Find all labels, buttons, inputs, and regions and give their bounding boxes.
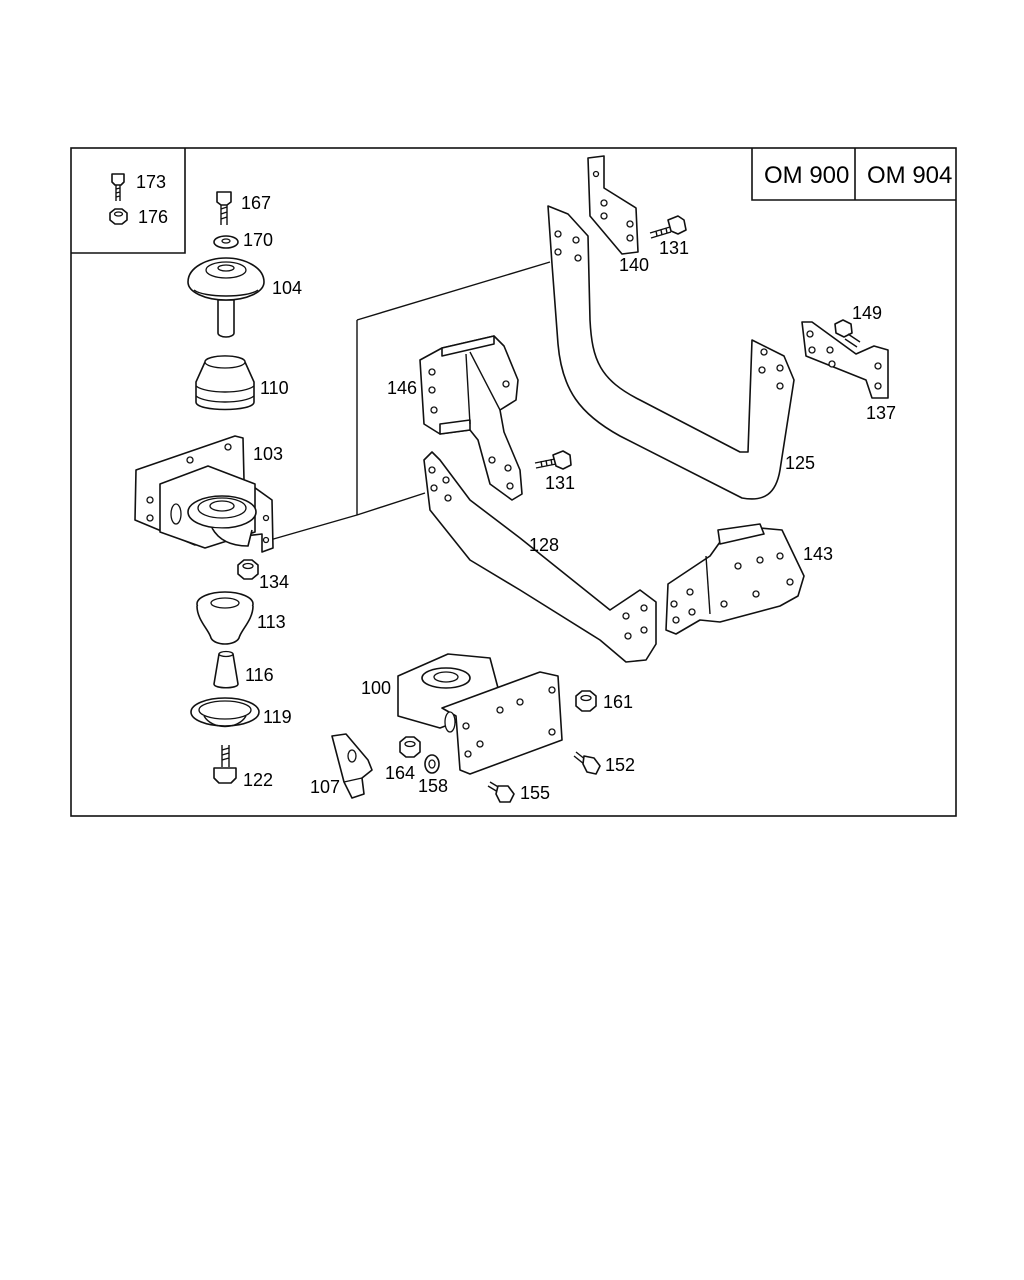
nut-134 bbox=[237, 559, 259, 580]
bolt-149 bbox=[834, 319, 861, 348]
legend-label-173: 173 bbox=[136, 172, 166, 192]
mount-bracket-103 bbox=[134, 435, 274, 553]
washer-158 bbox=[424, 754, 440, 774]
label-125: 125 bbox=[785, 453, 815, 473]
leader-line bbox=[269, 261, 551, 541]
label-137: 137 bbox=[866, 403, 896, 423]
label-110: 110 bbox=[260, 378, 289, 398]
bracket-137 bbox=[801, 321, 889, 399]
label-161: 161 bbox=[603, 692, 633, 712]
washer-170 bbox=[213, 235, 239, 249]
label-170: 170 bbox=[243, 230, 273, 250]
label-140: 140 bbox=[619, 255, 649, 275]
legend-label-176: 176 bbox=[138, 207, 168, 227]
legend-box: 173 176 bbox=[71, 148, 186, 254]
bracket-143 bbox=[665, 523, 805, 635]
label-107: 107 bbox=[310, 777, 340, 797]
washer-119 bbox=[190, 697, 260, 728]
bracket-107 bbox=[331, 733, 373, 799]
nut-164 bbox=[399, 736, 421, 758]
bolt-icon bbox=[111, 173, 125, 201]
bolt-122 bbox=[213, 745, 237, 784]
bracket-146 bbox=[419, 335, 523, 501]
label-131-lower: 131 bbox=[545, 473, 575, 493]
crossmember-128 bbox=[423, 451, 657, 663]
rubber-mount-104 bbox=[187, 257, 265, 338]
label-113: 113 bbox=[257, 612, 286, 632]
diagram-frame bbox=[70, 147, 957, 817]
bolt-155 bbox=[487, 781, 515, 803]
mount-assembly-100 bbox=[397, 653, 563, 775]
label-122: 122 bbox=[243, 770, 273, 790]
label-143: 143 bbox=[803, 544, 833, 564]
label-100: 100 bbox=[361, 678, 391, 698]
sleeve-116 bbox=[213, 650, 239, 689]
label-116: 116 bbox=[245, 665, 274, 685]
label-149: 149 bbox=[852, 303, 882, 323]
label-164: 164 bbox=[385, 763, 415, 783]
label-131-upper: 131 bbox=[659, 238, 689, 258]
label-146: 146 bbox=[387, 378, 417, 398]
label-158: 158 bbox=[418, 776, 448, 796]
label-155: 155 bbox=[520, 783, 550, 803]
label-167: 167 bbox=[241, 193, 271, 213]
label-104: 104 bbox=[272, 278, 302, 298]
rubber-block-110 bbox=[195, 355, 255, 411]
rubber-cone-113 bbox=[196, 591, 254, 645]
label-119: 119 bbox=[263, 707, 292, 727]
bolt-131-lower bbox=[534, 450, 572, 470]
nut-161 bbox=[575, 690, 597, 712]
variant-header: OM 900 OM 904 bbox=[751, 148, 956, 201]
variant-om900: OM 900 bbox=[764, 162, 849, 189]
bolt-167 bbox=[216, 191, 232, 225]
nut-icon bbox=[109, 208, 128, 225]
label-103: 103 bbox=[253, 444, 283, 464]
bolt-131-upper bbox=[649, 215, 687, 239]
crossmember-125 bbox=[547, 205, 795, 500]
bolt-152 bbox=[573, 751, 601, 775]
label-134: 134 bbox=[259, 572, 289, 592]
label-128: 128 bbox=[529, 535, 559, 555]
label-152: 152 bbox=[605, 755, 635, 775]
variant-om904: OM 904 bbox=[867, 162, 952, 189]
bracket-140 bbox=[587, 155, 639, 255]
